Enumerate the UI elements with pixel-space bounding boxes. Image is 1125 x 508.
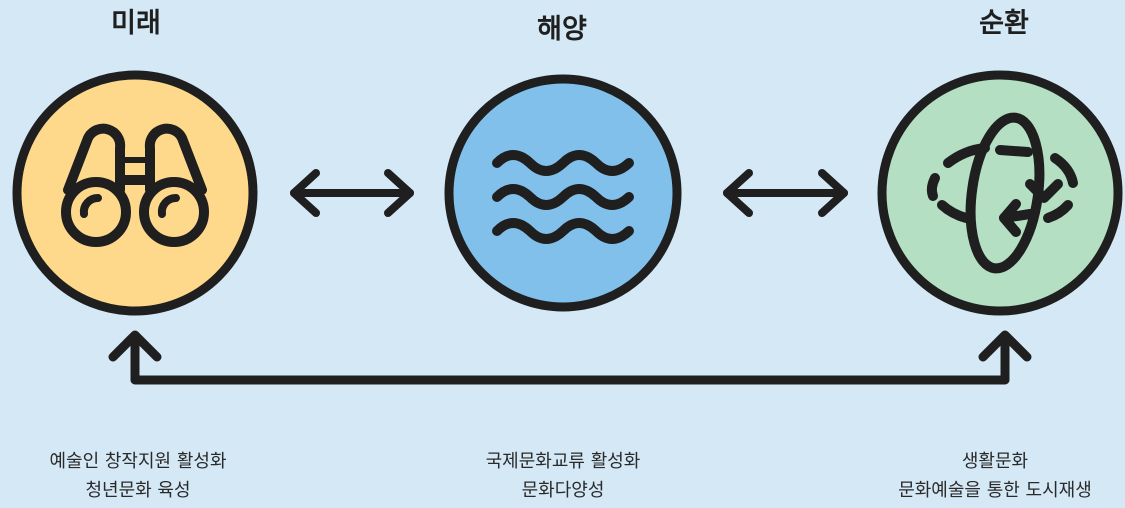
cycle-icon	[926, 112, 1078, 274]
cycle-description: 생활문화 문화예술을 통한 도시재생	[845, 447, 1125, 505]
future-description: 예술인 창작지원 활성화 청년문화 육성	[0, 447, 288, 505]
ocean-node	[444, 74, 682, 312]
future-circle	[12, 70, 258, 316]
cycle-circle	[877, 70, 1123, 316]
future-node	[12, 70, 258, 316]
future-line-2: 청년문화 육성	[85, 480, 191, 501]
cycle-title: 순환	[979, 8, 1029, 39]
arrow-ocean-cycle	[723, 169, 848, 217]
ocean-line-1: 국제문화교류 활성화	[485, 451, 641, 472]
future-line-1: 예술인 창작지원 활성화	[49, 451, 227, 472]
waves-icon	[492, 150, 634, 244]
arrow-future-ocean	[290, 169, 414, 217]
ocean-title: 해양	[537, 14, 587, 45]
arrow-cycle-future	[108, 330, 1032, 385]
binoculars-icon	[61, 123, 209, 247]
cycle-node	[877, 70, 1123, 316]
cycle-line-1: 생활문화	[961, 451, 1029, 472]
future-title: 미래	[111, 8, 161, 39]
cycle-line-2: 문화예술을 통한 도시재생	[898, 480, 1092, 501]
ocean-description: 국제문화교류 활성화 문화다양성	[413, 447, 713, 505]
ocean-line-2: 문화다양성	[521, 480, 605, 501]
